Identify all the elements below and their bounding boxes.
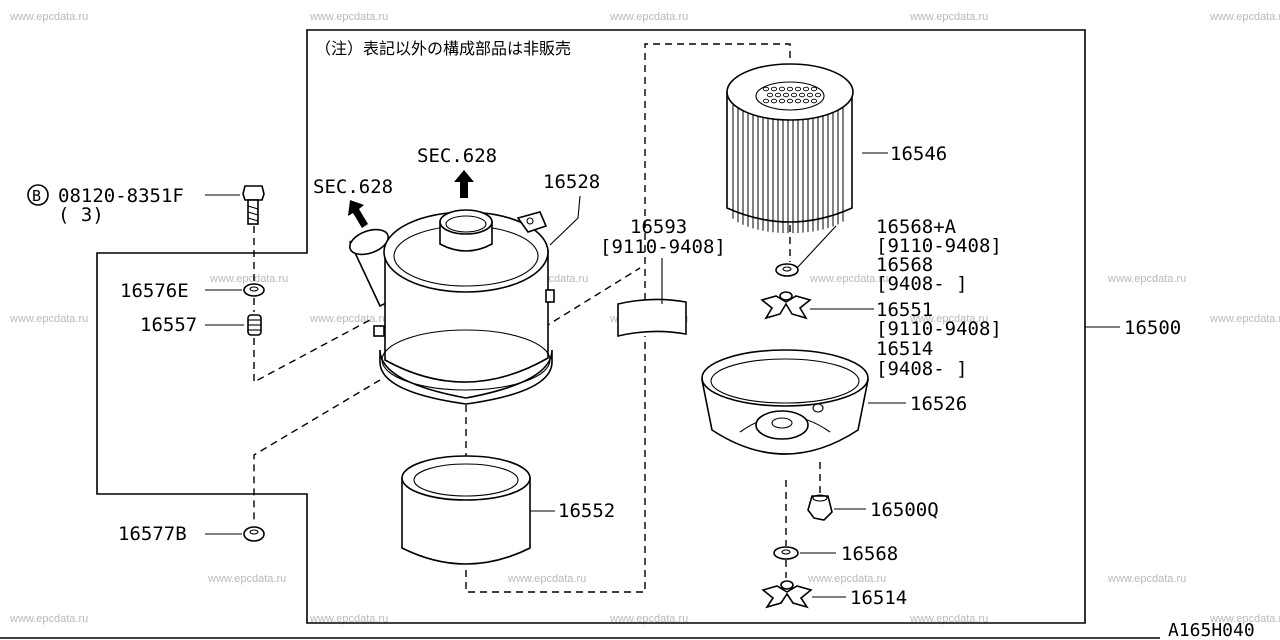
- label-16593-range: [9110-9408]: [600, 236, 726, 258]
- label-16500: 16500: [1124, 317, 1181, 339]
- watermark-text: www.epcdata.ru: [507, 573, 586, 585]
- air-cleaner-housing-icon: [348, 209, 555, 405]
- label-16514-top-range: [9408- ]: [876, 358, 968, 380]
- seal-strip-icon: [617, 298, 687, 338]
- watermark-text: www.epcdata.ru: [1209, 613, 1280, 625]
- leader-line: [549, 195, 581, 246]
- watermark-text: www.epcdata.ru: [807, 573, 886, 585]
- watermark-text: www.epcdata.ru: [207, 573, 286, 585]
- assembly-frame: [96, 29, 1086, 624]
- label-16577B: 16577B: [118, 523, 187, 545]
- leader-line: [796, 225, 837, 269]
- washer-icon: [775, 263, 799, 277]
- watermark-text: www.epcdata.ru: [9, 11, 88, 23]
- alignment-line: [465, 336, 646, 593]
- watermark-text: www.epcdata.ru: [909, 613, 988, 625]
- up-arrow-icon: [348, 200, 368, 228]
- note-text: （注）表記以外の構成部品は非販売: [315, 39, 571, 58]
- label-16514-bottom: 16514: [850, 587, 907, 609]
- watermark-text: www.epcdata.ru: [1107, 273, 1186, 285]
- bolt-part-number: 08120-8351F: [58, 185, 184, 207]
- wing-nut-icon: [760, 291, 812, 320]
- label-16568-bottom: 16568: [841, 543, 898, 565]
- watermark-text: www.epcdata.ru: [909, 313, 988, 325]
- label-16514-top: 16514: [876, 338, 933, 360]
- watermark-text: www.epcdata.ru: [209, 273, 288, 285]
- washer-icon: [243, 526, 265, 542]
- watermark-text: www.epcdata.ru: [309, 11, 388, 23]
- washer-icon: [773, 546, 799, 560]
- label-16500Q: 16500Q: [870, 499, 939, 521]
- alignment-lines: [253, 226, 641, 524]
- watermark-text: www.epcdata.ru: [309, 613, 388, 625]
- label-16552: 16552: [558, 500, 615, 522]
- label-16568A: 16568+A: [876, 216, 957, 238]
- wing-nut-icon: [761, 580, 813, 609]
- bolt-quantity: ( 3): [58, 204, 104, 226]
- watermark-text: www.epcdata.ru: [9, 613, 88, 625]
- section-ref-label: SEC.628: [313, 176, 393, 198]
- label-16551: 16551: [876, 299, 933, 321]
- alignment-line: [644, 43, 791, 300]
- watermark-text: www.epcdata.ru: [609, 11, 688, 23]
- air-filter-icon: [726, 63, 854, 234]
- up-arrow-icon: [454, 170, 474, 198]
- watermark-text: www.epcdata.ru: [1107, 573, 1186, 585]
- label-16576E: 16576E: [120, 280, 189, 302]
- bolt-circle-icon: [27, 184, 49, 206]
- label-16568A-range: [9110-9408]: [876, 235, 1002, 257]
- watermark-text: www.epcdata.ru: [809, 273, 888, 285]
- dust-valve-icon: [807, 494, 833, 521]
- watermark-text: www.epcdata.ru: [309, 313, 388, 325]
- label-16551-range: [9110-9408]: [876, 318, 1002, 340]
- watermark-text: www.epcdata.ru: [609, 613, 688, 625]
- filter-element-icon: [401, 455, 531, 565]
- watermark-text: www.epcdata.ru: [909, 11, 988, 23]
- label-16526: 16526: [910, 393, 967, 415]
- label-16546: 16546: [890, 143, 947, 165]
- grommet-icon: [247, 314, 262, 336]
- label-16557: 16557: [140, 314, 197, 336]
- label-16528: 16528: [543, 171, 600, 193]
- section-ref-label: SEC.628: [417, 145, 497, 167]
- air-cleaner-cover-icon: [701, 349, 869, 455]
- watermark-text: www.epcdata.ru: [1209, 313, 1280, 325]
- label-16593: 16593: [630, 216, 687, 238]
- washer-icon: [243, 283, 265, 297]
- label-16568-top-range: [9408- ]: [876, 273, 968, 295]
- bolt-circle-letter: B: [32, 187, 41, 205]
- watermark-text: www.epcdata.ru: [9, 313, 88, 325]
- diagram-code: A165H040: [1168, 620, 1255, 640]
- bolt-icon: [242, 185, 265, 225]
- label-16568-top: 16568: [876, 254, 933, 276]
- watermark-text: www.epcdata.ru: [1209, 11, 1280, 23]
